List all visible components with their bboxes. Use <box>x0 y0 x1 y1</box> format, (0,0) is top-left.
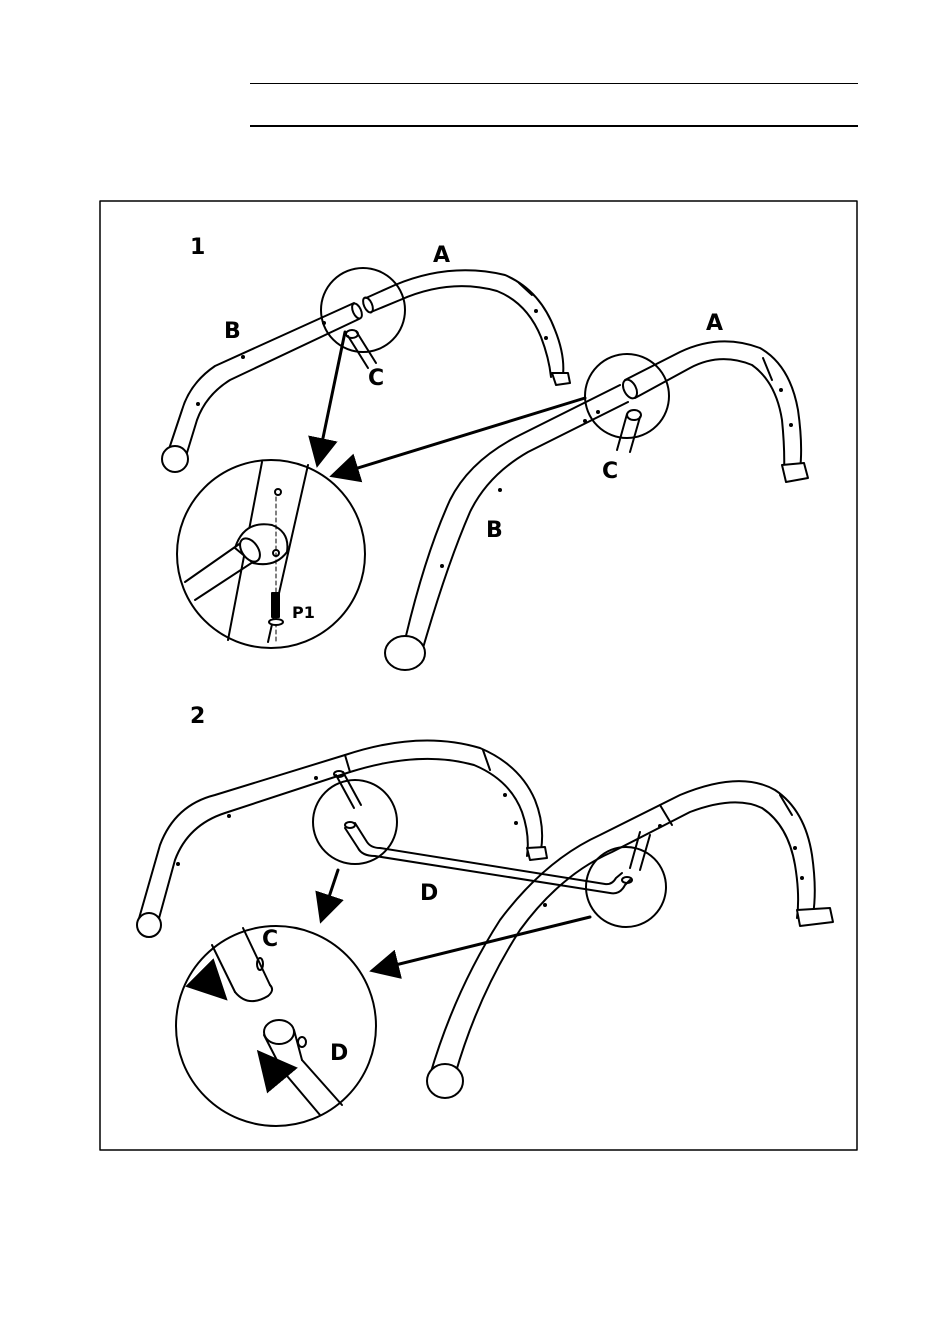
highlight-circle-1a <box>321 268 405 352</box>
foot-cap <box>385 636 425 670</box>
label-c: C <box>262 927 278 952</box>
tube-a-left <box>361 270 570 385</box>
foot-cap <box>162 446 188 472</box>
tube-b-right <box>385 385 628 670</box>
label-b-left: B <box>224 319 241 344</box>
label-b-right: B <box>486 518 503 543</box>
step-1-number: 1 <box>190 235 205 260</box>
label-d: D <box>420 881 438 906</box>
arrow-1a <box>318 332 345 462</box>
bar-c-right <box>617 410 641 452</box>
bar-d <box>345 822 632 893</box>
arrow-2a <box>322 870 338 918</box>
arrow-1b <box>335 398 585 475</box>
bar-c-left <box>346 330 376 368</box>
label-d-zoom: D <box>330 1041 348 1066</box>
zoom-detail-1 <box>177 460 365 648</box>
label-a-left: A <box>433 243 450 268</box>
frame-right <box>427 781 833 1098</box>
foot-cap <box>427 1064 463 1098</box>
insert-arrow-down <box>212 985 222 995</box>
frame-left <box>137 740 547 937</box>
zoom-detail-2 <box>176 926 376 1126</box>
label-p1: P1 <box>292 603 315 622</box>
foot-cap <box>137 913 161 937</box>
tube-a-right <box>620 341 808 482</box>
highlight-circle-2b <box>586 847 666 927</box>
step-2-number: 2 <box>190 704 205 729</box>
arrow-2b <box>375 917 590 970</box>
step-1: 1 <box>162 235 808 670</box>
label-c-left: C <box>368 366 384 391</box>
insert-arrow-up <box>262 1056 272 1068</box>
screw-p1 <box>272 593 279 617</box>
step-2: 2 <box>137 704 833 1126</box>
label-a-right: A <box>706 311 723 336</box>
label-c-right: C <box>602 459 618 484</box>
